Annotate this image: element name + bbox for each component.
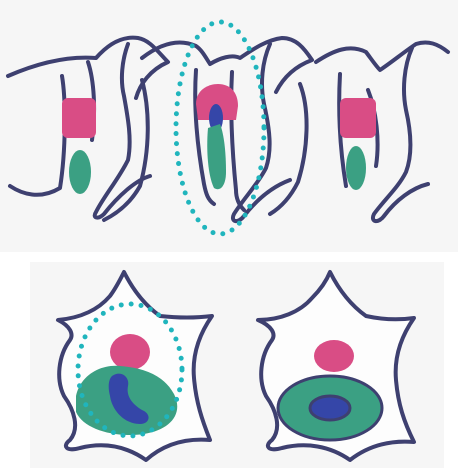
disc-left-annulus [62, 98, 96, 138]
axial-left-spinal-cord [110, 334, 150, 370]
disc-right-annulus [340, 98, 376, 138]
disc-right-nucleus [346, 146, 366, 190]
disc-left-nucleus [69, 150, 91, 194]
top-panel-sagittal [0, 0, 458, 252]
axial-right-spinal-cord [314, 340, 354, 372]
